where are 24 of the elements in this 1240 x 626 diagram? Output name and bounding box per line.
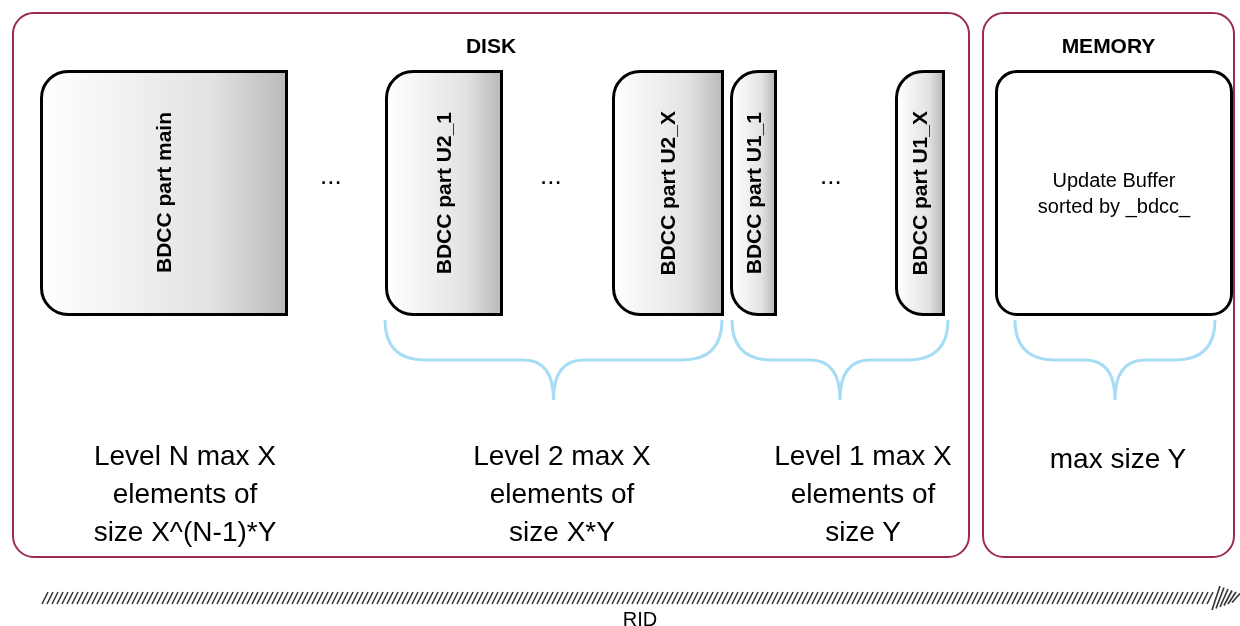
storage-part-box (385, 70, 503, 316)
size-caption: max size Y (1048, 442, 1188, 476)
part-label: BDCC part U1_X (908, 110, 932, 276)
storage-part-box (730, 70, 777, 316)
storage-panel (12, 12, 970, 558)
panel-title: DISK (464, 34, 518, 58)
ellipsis: ... (540, 160, 562, 191)
storage-part-box (612, 70, 724, 316)
axis-label: RID (621, 608, 659, 626)
buffer-box (995, 70, 1233, 316)
part-label: BDCC part U2_1 (432, 111, 456, 275)
part-label: BDCC part U1_1 (741, 111, 766, 275)
level-caption: Level N max X elements of size X^(N-1)*Y (92, 439, 278, 549)
storage-part-box (895, 70, 945, 316)
part-label: BDCC part U2_X (656, 110, 680, 276)
ellipsis: ... (820, 160, 842, 191)
storage-panel (982, 12, 1235, 558)
ellipsis: ... (320, 160, 342, 191)
level-caption: Level 2 max X elements of size X*Y (472, 439, 652, 549)
part-label: BDCC part main (152, 112, 176, 274)
buffer-label: Update Buffer sorted by _bdcc_ (1036, 168, 1192, 219)
level-caption: Level 1 max X elements of size Y (773, 439, 953, 549)
panel-title: MEMORY (1060, 34, 1157, 58)
storage-part-box (40, 70, 288, 316)
